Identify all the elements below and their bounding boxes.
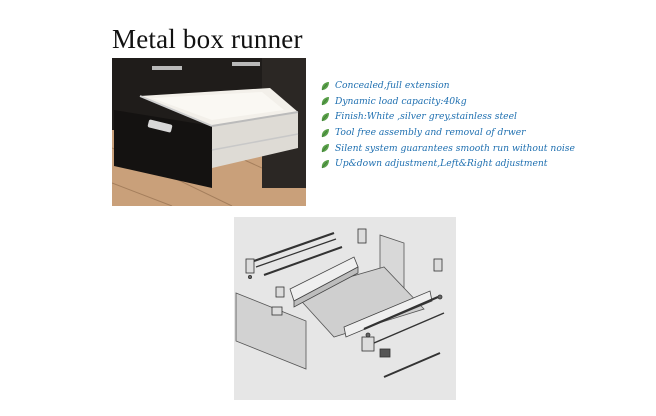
feature-text: Concealed,full extension [335, 80, 450, 92]
list-item: Finish:White ,silver grey,stainless stee… [320, 109, 620, 125]
leaf-icon [321, 144, 329, 153]
feature-list: Concealed,full extension Dynamic load ca… [320, 78, 620, 172]
list-item: Up&down adjustment,Left&Right adjustment [320, 156, 620, 172]
list-item: Tool free assembly and removal of drwer [320, 125, 620, 141]
leaf-icon [321, 112, 329, 122]
list-item: Silent system guarantees smooth run with… [320, 140, 620, 156]
page-title: Metal box runner [112, 24, 303, 54]
drawer-photo [112, 58, 306, 206]
leaf-icon [321, 97, 329, 106]
feature-text: Tool free assembly and removal of drwer [335, 127, 526, 139]
leaf-icon [321, 159, 329, 169]
leaf-icon [321, 81, 329, 91]
feature-text: Silent system guarantees smooth run with… [335, 142, 575, 154]
feature-text: Up&down adjustment,Left&Right adjustment [335, 158, 548, 170]
feature-text: Dynamic load capacity:40kg [335, 95, 467, 107]
feature-text: Finish:White ,silver grey,stainless stee… [335, 111, 517, 123]
leaf-icon [321, 128, 329, 137]
list-item: Concealed,full extension [320, 78, 620, 94]
list-item: Dynamic load capacity:40kg [320, 94, 620, 110]
exploded-assembly-diagram [234, 217, 456, 400]
